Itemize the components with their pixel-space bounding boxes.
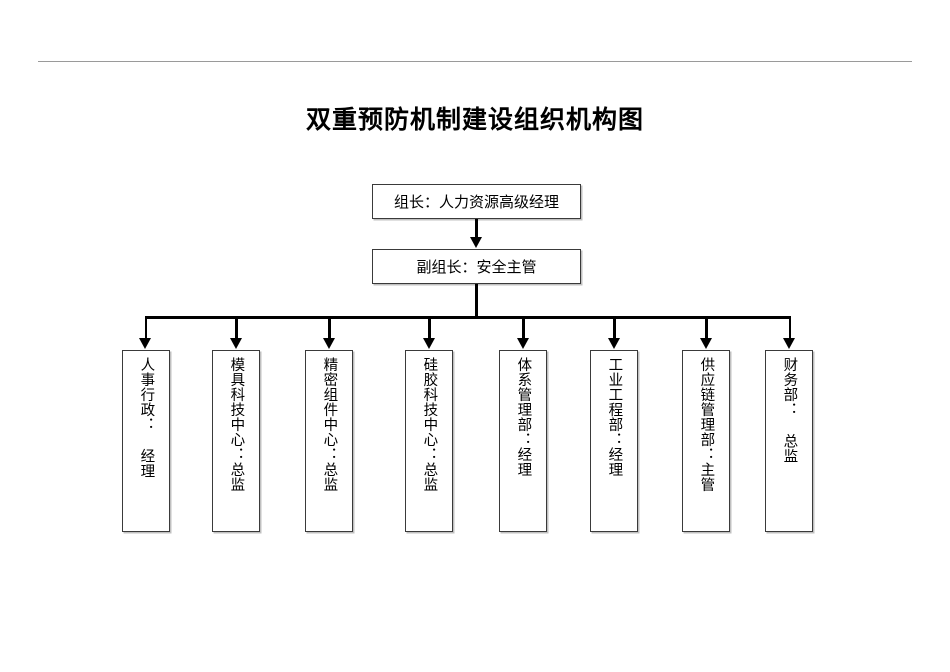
page-title: 双重预防机制建设组织机构图 bbox=[305, 105, 644, 134]
org-node-dept-6[interactable]: 工业工程部：经理 bbox=[590, 350, 638, 532]
arrowhead-dept-7 bbox=[699, 338, 712, 349]
arrowhead-deputy bbox=[469, 237, 482, 248]
arrowhead-dept-2 bbox=[229, 338, 242, 349]
org-node-dept-7[interactable]: 供应链管理部：主管 bbox=[682, 350, 730, 532]
org-node-dept-2-label: 模具科技中心：总监 bbox=[228, 357, 245, 492]
org-node-dept-4-label: 硅胶科技中心：总监 bbox=[421, 357, 438, 492]
connector-drop-dept-5 bbox=[522, 316, 525, 339]
org-node-dept-6-label: 工业工程部：经理 bbox=[606, 357, 623, 477]
connector-leader-to-deputy bbox=[475, 219, 478, 238]
org-node-dept-1-label: 人事行政： 经理 bbox=[138, 357, 155, 479]
org-node-dept-4[interactable]: 硅胶科技中心：总监 bbox=[405, 350, 453, 532]
org-node-dept-1[interactable]: 人事行政： 经理 bbox=[122, 350, 170, 532]
arrowhead-dept-8 bbox=[783, 338, 795, 349]
arrowhead-dept-6 bbox=[607, 338, 620, 349]
org-node-dept-5[interactable]: 体系管理部：经理 bbox=[499, 350, 547, 532]
org-node-dept-5-label: 体系管理部：经理 bbox=[515, 357, 532, 477]
connector-drop-dept-7 bbox=[705, 316, 708, 339]
arrowhead-dept-3 bbox=[322, 338, 335, 349]
connector-horizontal-bus bbox=[145, 316, 791, 319]
arrowhead-dept-4 bbox=[422, 338, 435, 349]
arrowhead-dept-5 bbox=[516, 338, 529, 349]
connector-drop-dept-6 bbox=[613, 316, 616, 339]
connector-drop-dept-1 bbox=[144, 316, 147, 339]
org-node-dept-7-label: 供应链管理部：主管 bbox=[698, 357, 715, 492]
connector-deputy-stem bbox=[475, 284, 478, 317]
org-node-deputy[interactable]: 副组长：安全主管 bbox=[372, 249, 581, 284]
org-node-dept-3-label: 精密组件中心：总监 bbox=[321, 357, 338, 492]
header-rule bbox=[38, 61, 912, 62]
org-node-dept-2[interactable]: 模具科技中心：总监 bbox=[212, 350, 260, 532]
org-node-dept-8[interactable]: 财务部： 总监 bbox=[765, 350, 813, 532]
org-node-leader-label: 组长：人力资源高级经理 bbox=[393, 193, 559, 211]
connector-drop-dept-3 bbox=[328, 316, 331, 339]
connector-drop-dept-2 bbox=[235, 316, 238, 339]
arrowhead-dept-1 bbox=[139, 338, 151, 349]
connector-drop-dept-4 bbox=[428, 316, 431, 339]
org-node-leader[interactable]: 组长：人力资源高级经理 bbox=[372, 184, 581, 219]
org-node-dept-8-label: 财务部： 总监 bbox=[781, 357, 798, 464]
org-node-dept-3[interactable]: 精密组件中心：总监 bbox=[305, 350, 353, 532]
org-node-deputy-label: 副组长：安全主管 bbox=[416, 258, 537, 276]
connector-drop-dept-8 bbox=[788, 316, 791, 339]
